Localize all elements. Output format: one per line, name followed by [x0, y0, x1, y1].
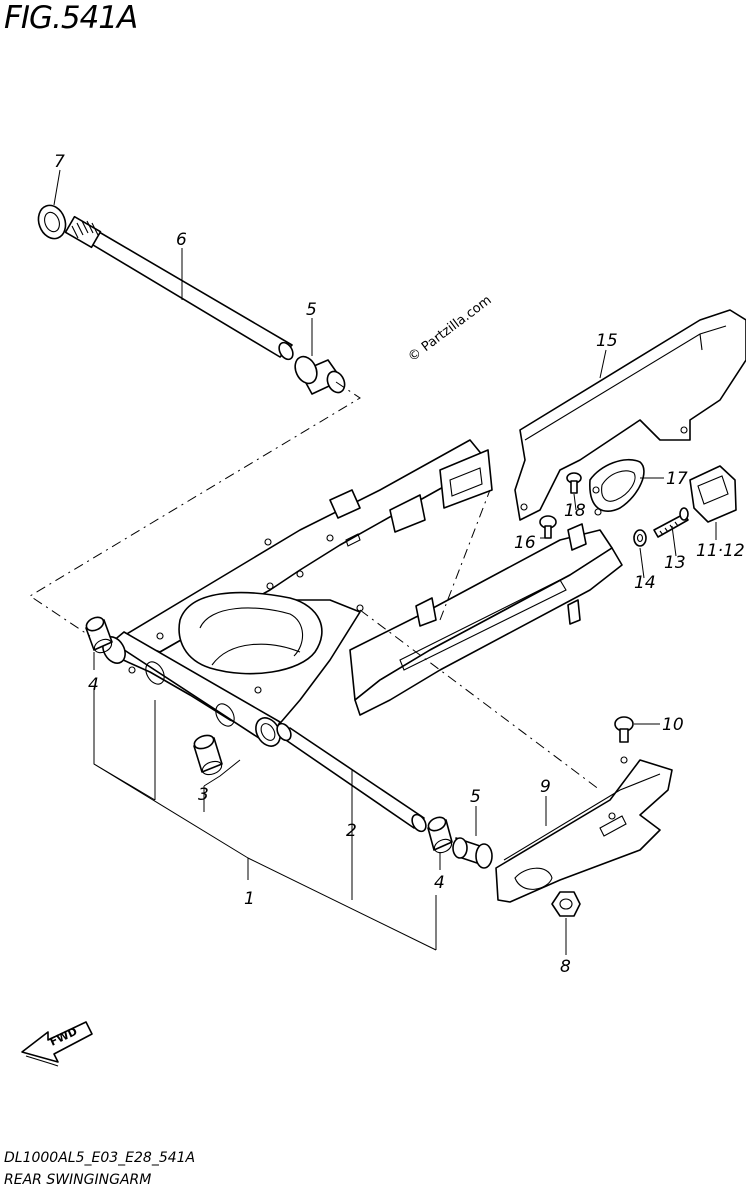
callout-4-right: 4	[434, 873, 445, 893]
section-name: REAR SWINGINGARM	[4, 1172, 152, 1188]
chain-slider-part-9[interactable]	[495, 756, 673, 903]
callout-10: 10	[662, 715, 684, 735]
bearing-part-3[interactable]	[193, 733, 224, 777]
seal-part-17[interactable]	[589, 458, 645, 516]
callout-8: 8	[560, 957, 571, 977]
bolt-part-10[interactable]	[614, 716, 634, 743]
pivot-shaft-part-6[interactable]	[64, 215, 296, 362]
collar-part-5-upper[interactable]	[291, 353, 348, 395]
lock-nut-part-7[interactable]	[34, 202, 70, 243]
screw-part-18[interactable]	[566, 472, 582, 494]
cap-part-11-12[interactable]	[689, 465, 737, 523]
washer-part-14[interactable]	[633, 529, 647, 547]
callout-5-upper: 5	[306, 300, 317, 320]
callout-17: 17	[666, 469, 688, 489]
callout-18: 18	[564, 501, 586, 521]
callout-9: 9	[540, 777, 551, 797]
callout-3: 3	[198, 785, 209, 805]
callout-13: 13	[664, 553, 686, 573]
callout-2: 2	[346, 821, 357, 841]
collar-part-5-lower[interactable]	[452, 837, 493, 869]
callout-numbers: 7 6 5 15 17 18 16 13 11·12 14 4 10 3 5 9…	[54, 152, 745, 977]
bolt-part-16[interactable]	[539, 515, 557, 539]
callout-7: 7	[54, 152, 65, 172]
model-code: DL1000AL5_E03_E28_541A	[4, 1150, 196, 1166]
bearing-part-4-right[interactable]	[426, 815, 453, 855]
callout-15: 15	[596, 331, 618, 351]
fwd-arrow-icon	[21, 1021, 93, 1067]
leader-lines	[29, 169, 717, 955]
callout-14: 14	[634, 573, 656, 593]
bolt-part-13[interactable]	[653, 507, 689, 538]
callout-16: 16	[514, 533, 536, 553]
callout-6: 6	[176, 230, 187, 250]
nut-part-8[interactable]	[551, 891, 581, 917]
callout-4-left: 4	[88, 675, 99, 695]
bearing-part-4-left[interactable]	[84, 615, 113, 655]
callout-5-lower: 5	[470, 787, 481, 807]
callout-11-12: 11·12	[696, 541, 745, 561]
partzilla-watermark: © Partzilla.com	[405, 293, 494, 365]
figure-title: FIG.541A	[4, 0, 138, 36]
chain-case-part-15[interactable]	[514, 309, 746, 521]
callout-1: 1	[244, 889, 255, 909]
